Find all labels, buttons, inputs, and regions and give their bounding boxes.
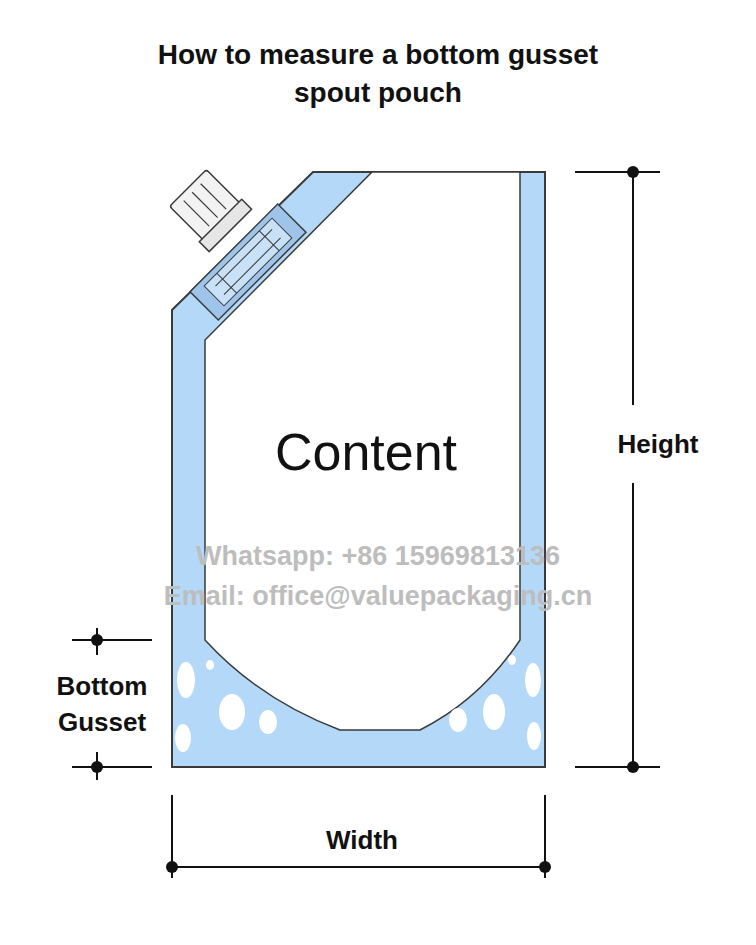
dimension-label: Width (307, 825, 417, 856)
watermark: Whatsapp: +86 15969813136 (98, 541, 658, 572)
gusset-bubbles (175, 655, 541, 752)
spout-cap (167, 167, 252, 252)
watermark: Email: office@valuepackaging.cn (78, 581, 678, 612)
width-dimension (166, 795, 551, 878)
dimension-label: Bottom Gusset (37, 668, 167, 740)
gusset-dimension (72, 628, 152, 780)
dimension-label: Height (598, 427, 718, 462)
height-dimension (575, 166, 660, 773)
content-label: Content (216, 422, 516, 482)
pouch-content-area (205, 172, 520, 730)
diagram-title: How to measure a bottom gusset spout pou… (148, 36, 608, 112)
pouch-body (172, 172, 545, 767)
